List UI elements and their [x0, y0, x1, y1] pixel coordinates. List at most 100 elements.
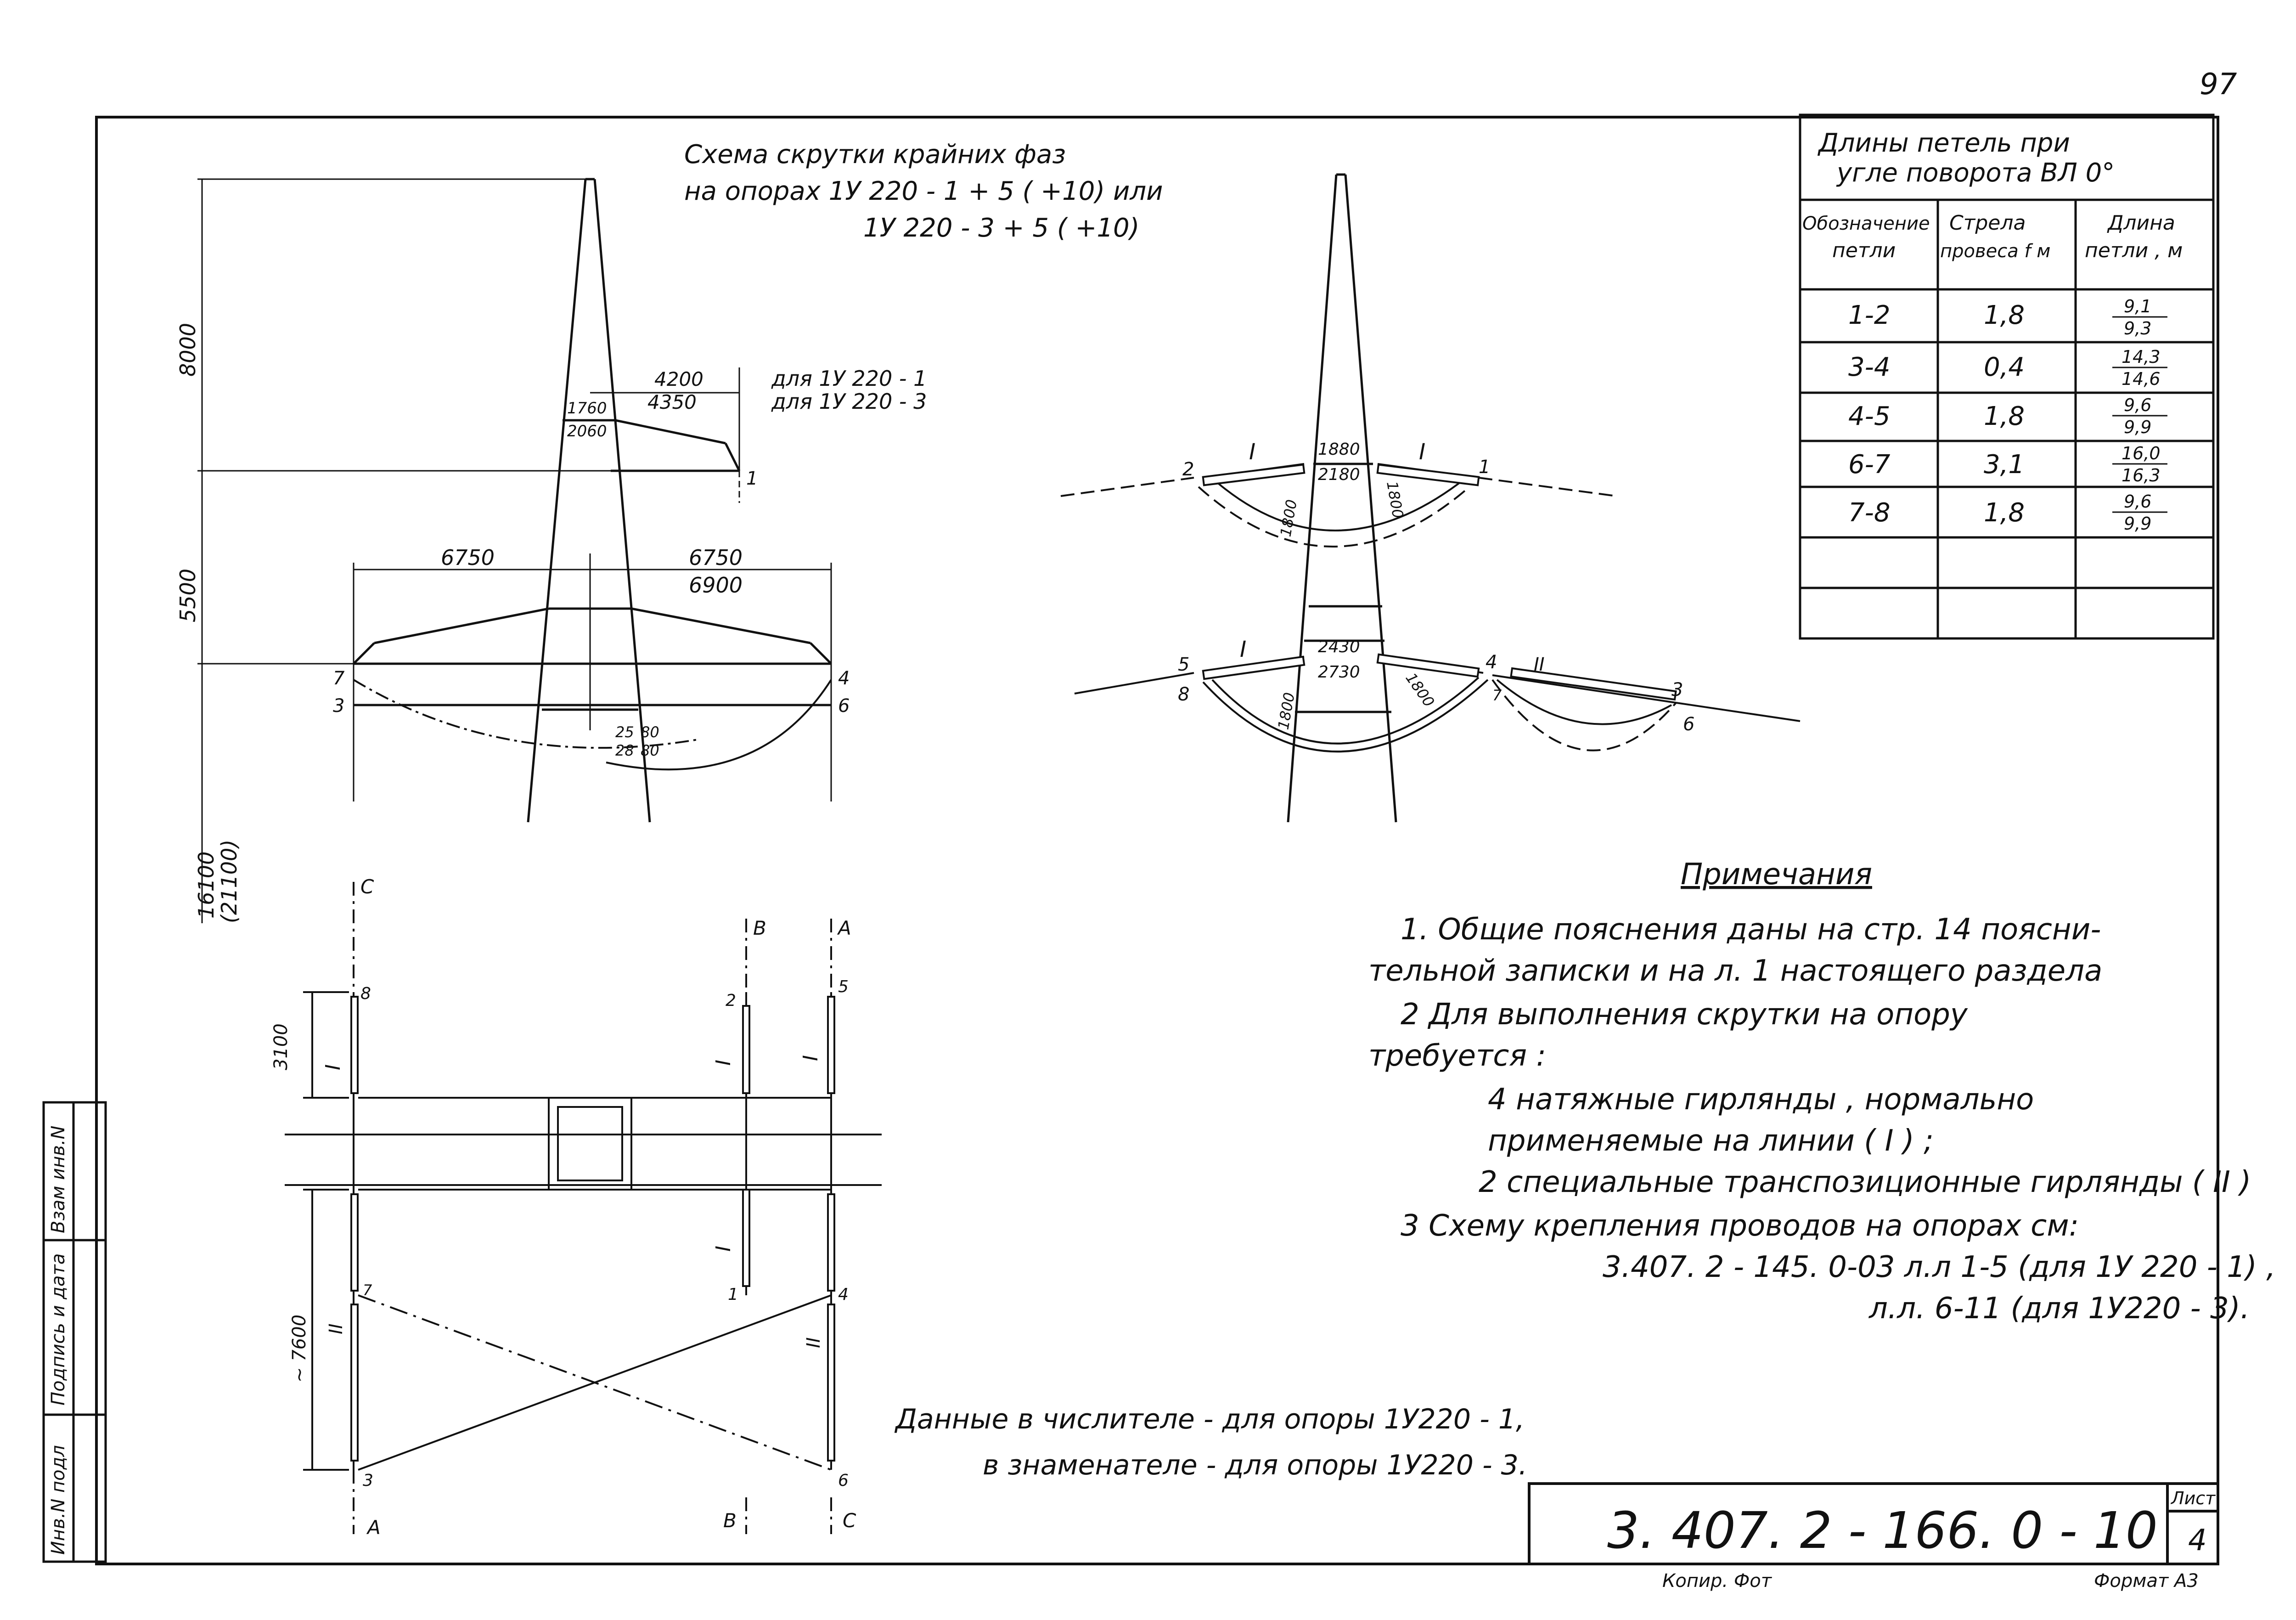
plan-garland-3: I	[799, 1055, 822, 1061]
plan-garland-2: I	[712, 1060, 735, 1066]
table-header-col1-line2: петли	[1832, 239, 1896, 262]
table-header-col3-line2: петли , м	[2085, 239, 2183, 262]
scheme-title: Схема скрутки крайних фаз на опорах 1У 2…	[684, 140, 1163, 243]
rt-garland-II: II	[1534, 654, 1545, 675]
table-row-length-num: 9,1	[2124, 296, 2151, 316]
arm-left-6750: 6750	[441, 545, 495, 570]
right-tower-insulators	[1202, 463, 1677, 701]
plan-garland-5: II	[326, 1323, 347, 1334]
note-1u220-1: для 1У 220 - 1	[771, 366, 927, 391]
notes-line10: л.л. 6-11 (для 1У220 - 3).	[1868, 1292, 2250, 1326]
rt-upper-2180: 2180	[1318, 465, 1360, 484]
base-28: 28	[615, 742, 634, 759]
format-label: Формат А3	[2094, 1570, 2199, 1592]
table-row-sag: 1,8	[1984, 498, 2025, 528]
plan-phase-c-top: C	[360, 875, 374, 898]
point-3: 3	[333, 695, 344, 717]
plan-phase-a-bottom: A	[366, 1516, 381, 1539]
table-row-sag: 1,8	[1984, 401, 2025, 431]
fraction-bars	[2112, 316, 2167, 513]
rt-d4: 1800	[1402, 670, 1438, 711]
left-tower-wires	[353, 679, 832, 771]
dim-16100: 16100	[194, 852, 219, 919]
left-tower-body	[353, 178, 832, 823]
plan-point-6: 6	[838, 1471, 849, 1490]
plan-point-4: 4	[838, 1285, 849, 1304]
plan-point-2: 2	[726, 991, 736, 1010]
plan-phase-lines	[285, 882, 882, 1534]
scheme-title-line1: Схема скрутки крайних фаз	[684, 140, 1066, 169]
plan-point-8: 8	[360, 984, 371, 1003]
notes-title: Примечания	[1681, 858, 1872, 892]
table-header-col3-line1: Длина	[2107, 211, 2175, 235]
table-title-line2: угле поворота ВЛ 0°	[1836, 158, 2115, 188]
loops-table: Длины петель при угле поворота ВЛ 0° Обо…	[1799, 113, 2215, 640]
plan-garland-6: II	[803, 1337, 824, 1348]
right-tower-body	[1287, 173, 1397, 823]
notes-line6: применяемые на линии ( I ) ;	[1488, 1124, 1934, 1158]
rt-point-5: 5	[1178, 654, 1189, 675]
scheme-title-line3: 1У 220 - 3 + 5 ( +10)	[863, 213, 1140, 243]
table-row-length-num: 14,3	[2122, 347, 2161, 367]
footnote: Данные в числителе - для опоры 1У220 - 1…	[894, 1403, 1527, 1481]
footnote-line1: Данные в числителе - для опоры 1У220 - 1…	[894, 1403, 1525, 1435]
table-row-sag: 3,1	[1984, 450, 2025, 480]
notes-line8: 3 Схему крепления проводов на опорах см:	[1401, 1209, 2079, 1243]
plan-phase-b-top: B	[753, 917, 766, 939]
table-row-length-num: 9,6	[2124, 395, 2151, 415]
plan-point-1: 1	[728, 1285, 738, 1304]
table-row-length-num: 16,0	[2122, 443, 2161, 463]
table-row-length-den: 9,3	[2124, 318, 2151, 339]
note-1u220-3: для 1У 220 - 3	[771, 389, 927, 414]
notes-line2: тельной записки и на л. 1 настоящего раз…	[1368, 954, 2102, 988]
width-1760: 1760	[567, 399, 607, 418]
plan-point-3: 3	[363, 1471, 373, 1490]
rt-point-8: 8	[1178, 684, 1189, 705]
notes-line9: 3.407. 2 - 145. 0-03 л.л 1-5 (для 1У 220…	[1603, 1250, 2276, 1284]
table-row-length-num: 9,6	[2124, 491, 2151, 512]
dim-21100: (21100)	[217, 840, 242, 923]
rt-point-3: 3	[1671, 679, 1683, 700]
plan-view: C B A A B C 3100 ~ 7600 8 2 5 7 1 4 3 6 …	[270, 875, 882, 1539]
rt-garland-I-b: I	[1419, 439, 1425, 465]
plan-garland-4: I	[712, 1246, 735, 1252]
rt-d2: 1800	[1383, 480, 1407, 520]
table-row-loop: 4-5	[1848, 401, 1890, 431]
right-tower-wires	[1060, 463, 1801, 753]
side-stamp-inv-orig: Инв.N подл	[48, 1445, 69, 1555]
plan-dim-7600: ~ 7600	[289, 1315, 310, 1383]
plan-insulators	[350, 996, 835, 1462]
plan-dim-3100: 3100	[270, 1023, 292, 1070]
rt-point-6: 6	[1683, 714, 1694, 735]
arm-4350: 4350	[647, 391, 697, 413]
base-80a: 80	[641, 723, 659, 741]
table-row-sag: 1,8	[1984, 300, 2025, 330]
notes-line3: 2 Для выполнения скрутки на опору	[1401, 998, 1968, 1032]
base-25: 25	[615, 723, 634, 741]
rt-point-2: 2	[1182, 459, 1194, 480]
rt-d1: 1800	[1277, 498, 1300, 538]
table-row-sag: 0,4	[1984, 352, 2025, 382]
arm-4200: 4200	[654, 368, 703, 390]
plan-garland-1: I	[321, 1064, 345, 1070]
footnote-line2: в знаменателе - для опоры 1У220 - 3.	[983, 1449, 1527, 1481]
plan-phase-a-top: A	[837, 917, 851, 939]
rt-point-7: 7	[1492, 687, 1502, 704]
table-header-col2-line2: провеса f м	[1940, 241, 2050, 262]
sheet-number: 4	[2188, 1524, 2207, 1558]
table-row-length-den: 16,3	[2122, 465, 2161, 485]
side-stamp-inv-replace: Взам инв.N	[48, 1126, 69, 1233]
notes-line5: 4 натяжные гирлянды , нормально	[1488, 1083, 2034, 1117]
title-block: 3. 407. 2 - 166. 0 - 10 Лист 4 Копир. Фо…	[1528, 1482, 2219, 1592]
right-tower-elevation: 1880 2180 2430 2730 1800 1800 1800 1800 …	[1060, 173, 1801, 823]
plan-phase-c-bottom: C	[843, 1509, 856, 1532]
dim-8000: 8000	[175, 323, 200, 377]
point-top-1: 1	[746, 468, 758, 489]
table-row-loop: 3-4	[1848, 352, 1890, 382]
plan-phase-b-bottom: B	[723, 1509, 737, 1532]
rt-lower-2730: 2730	[1318, 663, 1360, 682]
rt-garland-I-a: I	[1249, 439, 1255, 465]
base-80b: 80	[641, 742, 659, 759]
rt-point-1: 1	[1479, 457, 1490, 478]
scheme-title-line2: на опорах 1У 220 - 1 + 5 ( +10) или	[684, 176, 1163, 206]
